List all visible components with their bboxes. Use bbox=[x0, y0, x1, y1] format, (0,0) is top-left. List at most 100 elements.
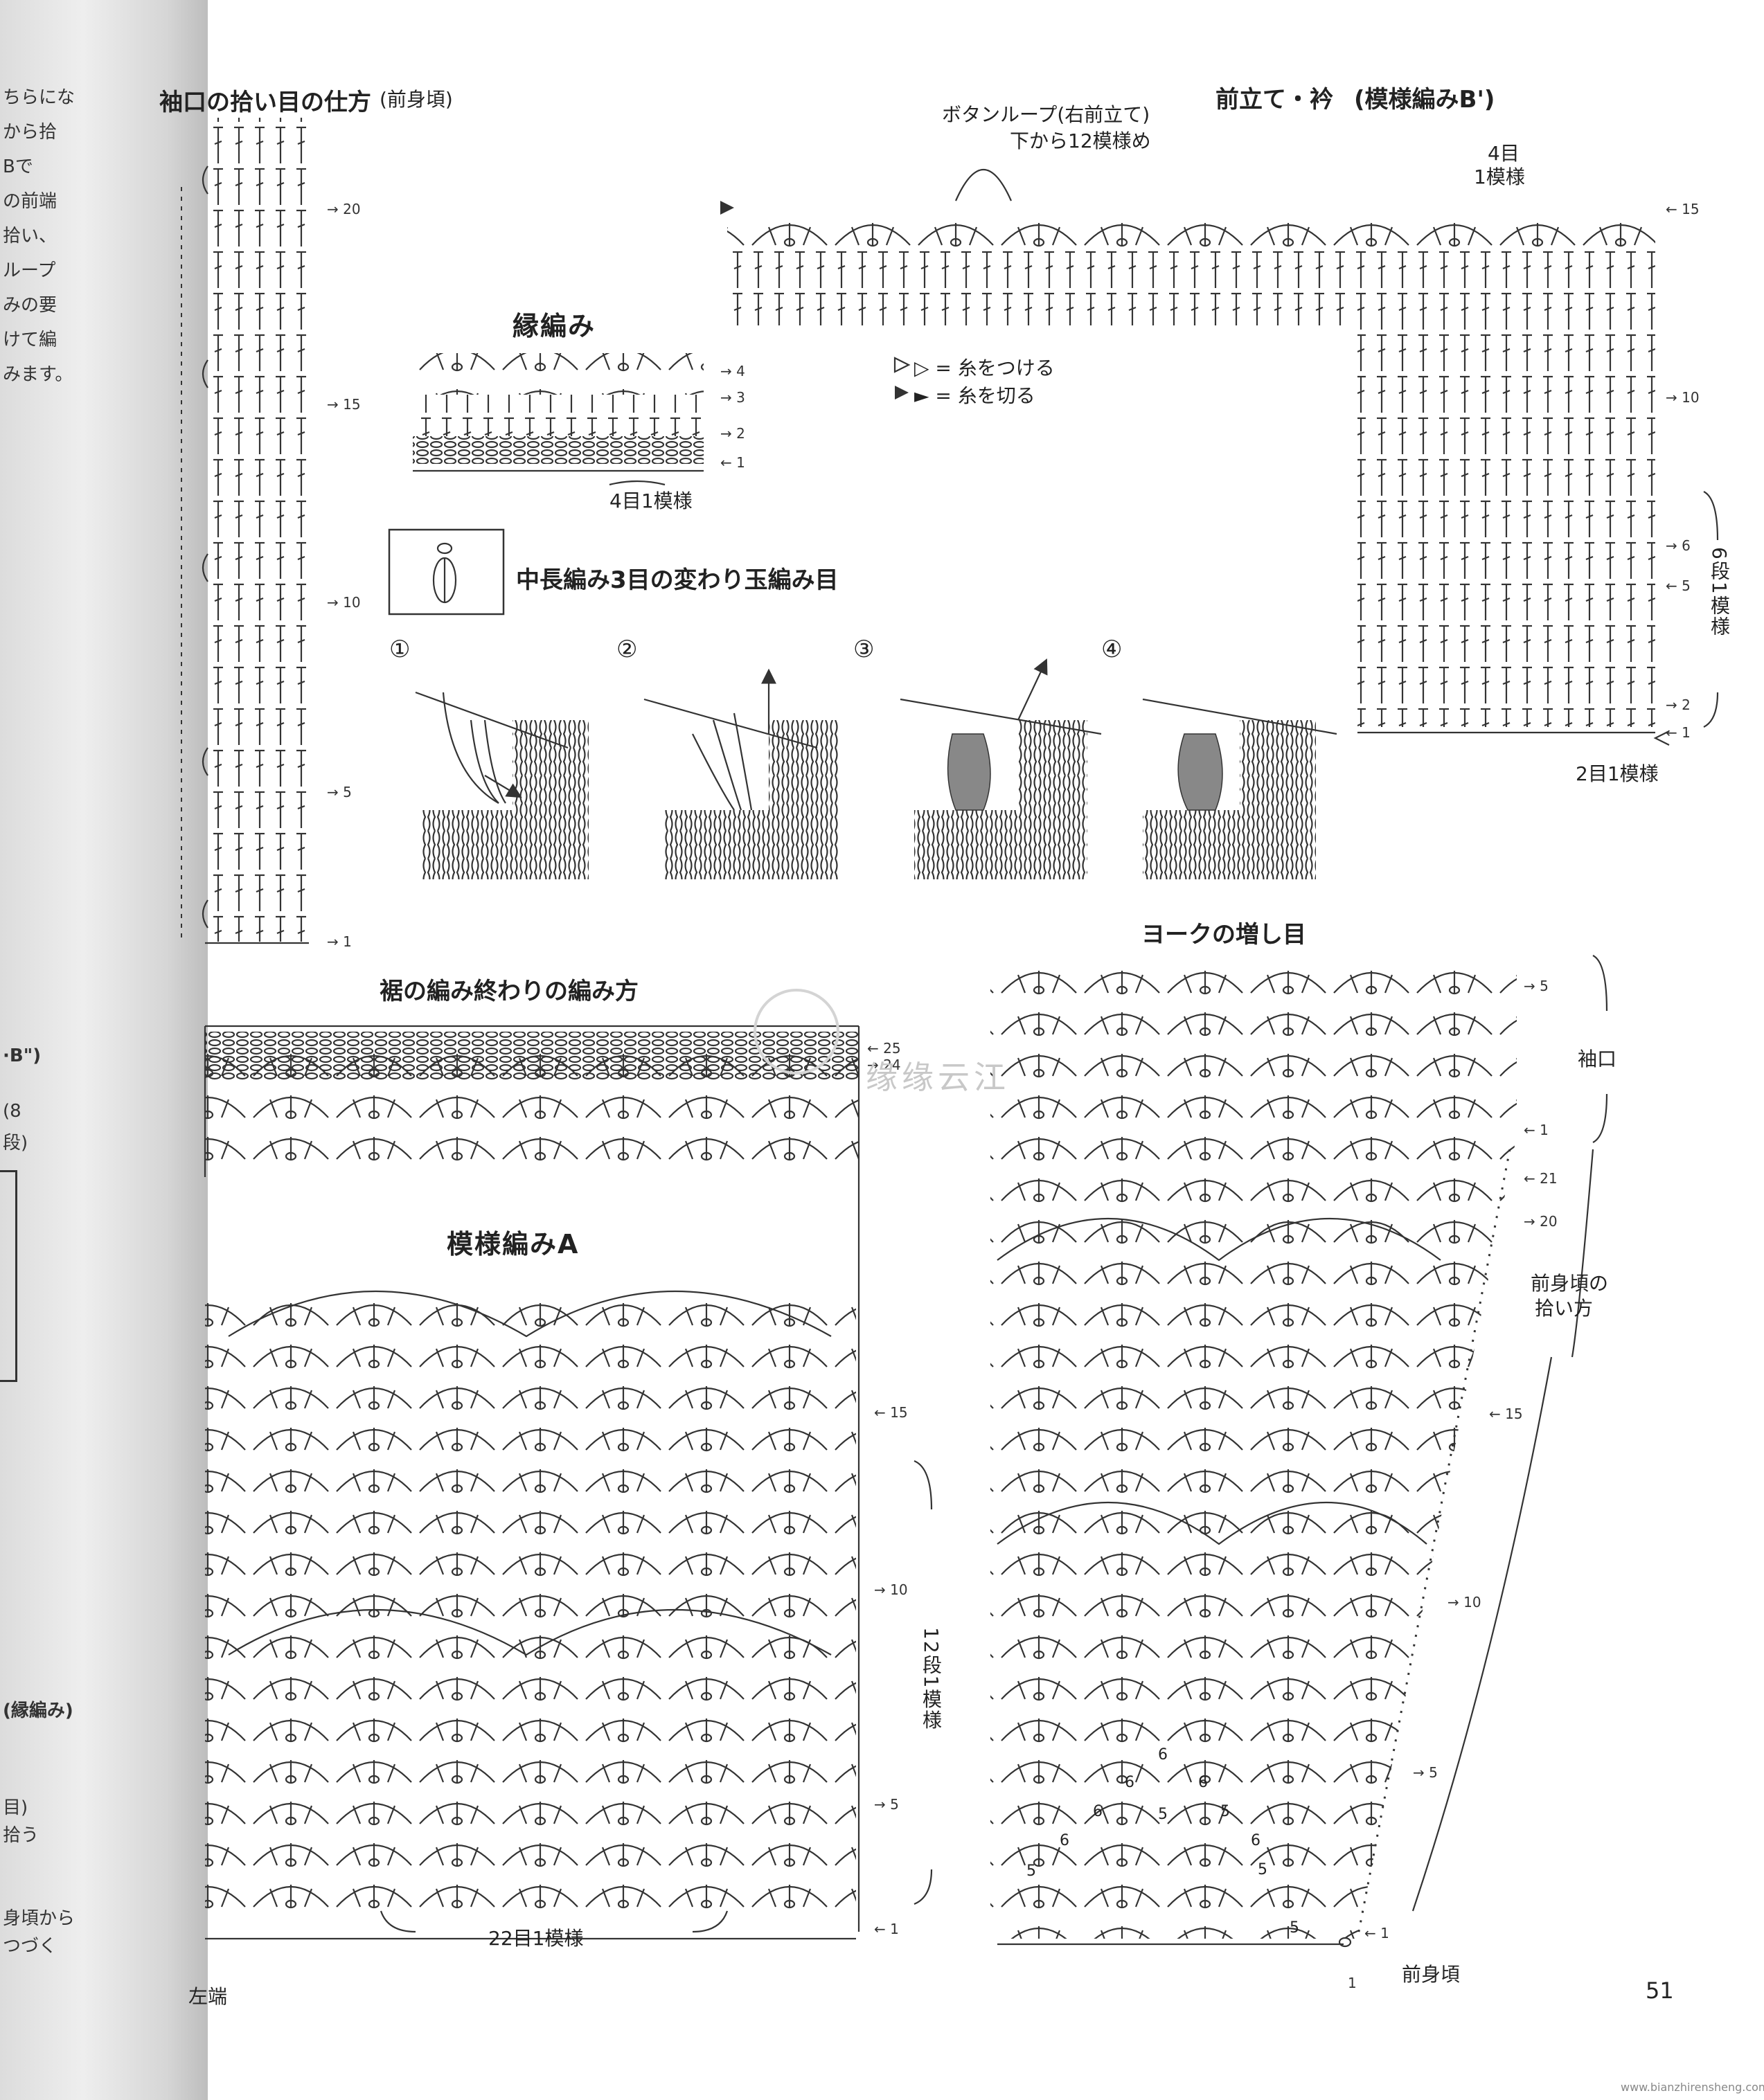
row-number: ← 5 bbox=[1666, 577, 1691, 594]
left-end-label: 左端 bbox=[188, 1985, 228, 2008]
step-number: ④ bbox=[1101, 636, 1123, 663]
row-number: 1 bbox=[1348, 1975, 1357, 1991]
row-number: → 20 bbox=[1524, 1213, 1558, 1230]
yoke-title: ヨークの増し目 bbox=[1141, 921, 1306, 949]
row-number: → 24 bbox=[867, 1057, 901, 1073]
pattern-a-title: 模様編みA bbox=[447, 1229, 580, 1259]
row-number: → 5 bbox=[1413, 1764, 1438, 1781]
watermark-logo bbox=[754, 989, 839, 1075]
watermark-text: 缘缘云江 bbox=[866, 1059, 1010, 1096]
front-body-label: 前身頃 bbox=[1402, 1963, 1461, 1986]
row-number: → 10 bbox=[874, 1581, 908, 1598]
gutter-text: 拾い、 bbox=[3, 226, 57, 246]
side-repeat-label: 12段1模様 bbox=[920, 1627, 943, 1731]
row-number: ← 21 bbox=[1524, 1170, 1558, 1187]
side-repeat-label: 6段1模様 bbox=[1708, 547, 1731, 637]
row-number: → 10 bbox=[1447, 1594, 1481, 1610]
left-chart-subtitle: (前身頃) bbox=[380, 88, 453, 111]
button-loop-label: ボタンループ(右前立て) bbox=[942, 103, 1150, 126]
row-number: → 10 bbox=[1666, 389, 1700, 406]
row-number: ← 1 bbox=[874, 1921, 899, 1937]
legend-marks bbox=[893, 357, 911, 400]
row-number: → 5 bbox=[327, 784, 352, 800]
left-chart-title: 袖口の拾い目の仕方 bbox=[159, 89, 371, 116]
pickup-label: 拾い方 bbox=[1535, 1297, 1594, 1320]
row-number: → 5 bbox=[874, 1796, 899, 1813]
row-number: ← 1 bbox=[720, 454, 745, 471]
edging-title: 縁編み bbox=[513, 311, 596, 341]
gutter-text: (8 bbox=[3, 1101, 21, 1122]
legend-attach-yarn: ▷ = 糸をつける bbox=[914, 357, 1055, 379]
front-band-title: 前立て・衿 bbox=[1215, 86, 1333, 114]
front-band-chart bbox=[720, 169, 1719, 746]
increase-count: 6 bbox=[1198, 1774, 1208, 1791]
gutter-text: ちらにな bbox=[3, 87, 75, 108]
cuff-label: 袖口 bbox=[1578, 1048, 1617, 1070]
row-number: → 1 bbox=[327, 933, 352, 950]
hem-finish-chart bbox=[204, 1025, 860, 1932]
pickup-label: 前身頃の bbox=[1531, 1272, 1609, 1295]
front-band-subtitle: (模様編みB') bbox=[1354, 86, 1495, 114]
row-number: → 3 bbox=[720, 389, 745, 406]
gutter-text: ループ bbox=[3, 260, 56, 281]
step-illustrations bbox=[415, 658, 1337, 879]
bottom-repeat-label: 2目1模様 bbox=[1576, 762, 1659, 785]
edging-chart bbox=[413, 353, 704, 486]
step-number: ② bbox=[616, 636, 638, 663]
row-number: → 6 bbox=[1666, 537, 1691, 554]
gutter-text: (縁編み) bbox=[3, 1700, 73, 1721]
gutter-text: から拾 bbox=[3, 122, 57, 143]
row-number: ← 25 bbox=[867, 1040, 901, 1057]
gutter-text: 目) bbox=[3, 1797, 28, 1818]
top-repeat-stitches: 4目 bbox=[1488, 142, 1520, 165]
row-number: → 10 bbox=[327, 594, 361, 611]
stitch-symbol-title: 中長編み3目の変わり玉編み目 bbox=[516, 566, 839, 594]
increase-count: 5 bbox=[1290, 1919, 1299, 1937]
increase-count: 6 bbox=[1158, 1746, 1168, 1764]
row-number: ← 1 bbox=[1364, 1925, 1389, 1941]
bottom-repeat-label: 22目1模様 bbox=[488, 1927, 584, 1950]
page-gutter: ちらにな から拾 Bで の前端 拾い、 ループ みの要 けて編 みます。 ·B"… bbox=[0, 0, 208, 2100]
row-number: ← 15 bbox=[1489, 1406, 1523, 1422]
footer-url: www.bianzhirensheng.com bbox=[1621, 2081, 1764, 2094]
row-number: ← 1 bbox=[1666, 724, 1691, 741]
gutter-text: みます。 bbox=[3, 364, 73, 385]
hem-finish-title: 裾の編み終わりの編み方 bbox=[380, 978, 639, 1005]
increase-count: 5 bbox=[1258, 1861, 1267, 1878]
gutter-text: ·B") bbox=[3, 1045, 42, 1066]
edging-repeat: 4目1模様 bbox=[609, 490, 693, 512]
increase-count: 6 bbox=[1125, 1774, 1134, 1791]
legend-cut-yarn: ► = 糸を切る bbox=[914, 384, 1035, 407]
increase-count: 5 bbox=[1158, 1806, 1168, 1823]
row-number: ← 1 bbox=[1524, 1122, 1549, 1138]
gutter-text: つづく bbox=[3, 1936, 57, 1957]
row-number: → 2 bbox=[720, 425, 745, 442]
row-number: → 4 bbox=[720, 363, 745, 379]
gutter-box bbox=[0, 1170, 17, 1382]
increase-count: 5 bbox=[1220, 1803, 1230, 1820]
row-number: ← 15 bbox=[1666, 201, 1700, 217]
row-number: → 5 bbox=[1524, 978, 1549, 994]
gutter-text: Bで bbox=[3, 156, 33, 177]
row-number: → 15 bbox=[327, 396, 361, 413]
increase-count: 6 bbox=[1093, 1803, 1103, 1820]
gutter-text: 拾う bbox=[3, 1825, 39, 1846]
page-number: 51 bbox=[1646, 1977, 1674, 2004]
increase-count: 6 bbox=[1060, 1832, 1069, 1849]
button-loop-position: 下から12模様め bbox=[1010, 129, 1151, 152]
step-number: ① bbox=[389, 636, 411, 663]
row-number: → 20 bbox=[327, 201, 361, 217]
row-number: → 2 bbox=[1666, 697, 1691, 713]
gutter-text: 段) bbox=[3, 1133, 28, 1154]
yoke-chart bbox=[990, 955, 1608, 1948]
gutter-text: の前端 bbox=[3, 191, 57, 212]
gutter-text: 身頃から bbox=[3, 1908, 75, 1929]
left-cuff-chart bbox=[181, 118, 309, 944]
step-number: ③ bbox=[853, 636, 875, 663]
increase-count: 5 bbox=[1026, 1863, 1036, 1880]
gutter-text: けて編 bbox=[3, 330, 57, 350]
increase-count: 6 bbox=[1251, 1832, 1260, 1849]
pattern-a-chart bbox=[205, 1288, 933, 1940]
gutter-text: みの要 bbox=[3, 295, 57, 316]
